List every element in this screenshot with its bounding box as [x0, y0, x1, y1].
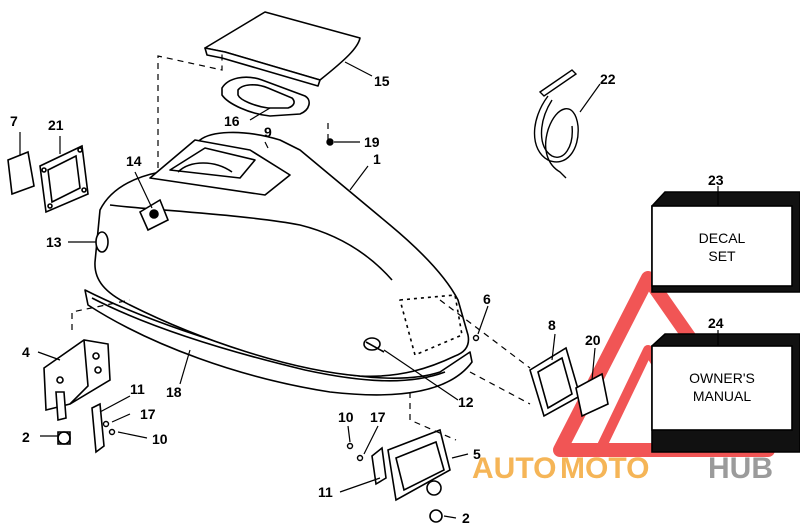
owners-manual-label-line1: OWNER'S [689, 370, 755, 386]
watermark-text: AUTO MOTO HUB [472, 452, 773, 485]
callout-15: 15 [374, 73, 390, 89]
callout-9: 9 [264, 124, 272, 140]
callout-23: 23 [708, 172, 724, 188]
watermark-auto: AUTO [472, 452, 556, 485]
watermark-hub: HUB [708, 452, 773, 485]
callout-14: 14 [126, 153, 142, 169]
callout-20: 20 [585, 332, 601, 348]
callout-16: 16 [224, 113, 240, 129]
top-cover [204, 11, 361, 87]
callout-24: 24 [708, 315, 724, 331]
grommet [95, 231, 109, 253]
gasket [221, 76, 310, 117]
callout-22: 22 [600, 71, 616, 87]
callout-6: 6 [483, 291, 491, 307]
latch [138, 198, 170, 232]
callout-12: 12 [458, 394, 474, 410]
owners-manual-label-line2: MANUAL [693, 388, 752, 404]
callout-5: 5 [473, 446, 481, 462]
leader-lines [19, 61, 719, 519]
engine-cowl [84, 131, 473, 396]
small-plate [39, 144, 89, 214]
assembly-lines [71, 52, 531, 441]
left-small-bracket [91, 402, 105, 454]
hardware [102, 138, 480, 462]
callout-13: 13 [46, 234, 62, 250]
decal-set-label-line1: DECAL [699, 230, 746, 246]
callout-18: 18 [166, 384, 182, 400]
callout-11b: 11 [318, 484, 333, 500]
owners-manual-box [651, 333, 800, 453]
callout-11a: 11 [130, 381, 145, 397]
callout-4: 4 [22, 344, 30, 360]
callout-21: 21 [48, 117, 64, 133]
frame-gasket [529, 346, 581, 418]
callout-1: 1 [373, 151, 381, 167]
callout-8: 8 [548, 317, 556, 333]
small-decal [575, 372, 609, 418]
callout-17a: 17 [140, 406, 156, 422]
knob [363, 337, 385, 353]
watermark-moto: MOTO [560, 452, 649, 485]
callout-10b: 10 [338, 409, 354, 425]
callout-10a: 10 [152, 431, 168, 447]
callout-2a: 2 [22, 429, 30, 445]
callout-17b: 17 [370, 409, 386, 425]
right-bracket [371, 428, 451, 523]
decal-set-box [651, 191, 800, 293]
callout-2b: 2 [462, 510, 470, 526]
left-bracket [43, 339, 111, 445]
decal-set-label-line2: SET [708, 248, 736, 264]
callout-19: 19 [364, 134, 380, 150]
callout-7: 7 [10, 113, 18, 129]
cable [533, 69, 579, 179]
decal-sheet [7, 150, 35, 196]
